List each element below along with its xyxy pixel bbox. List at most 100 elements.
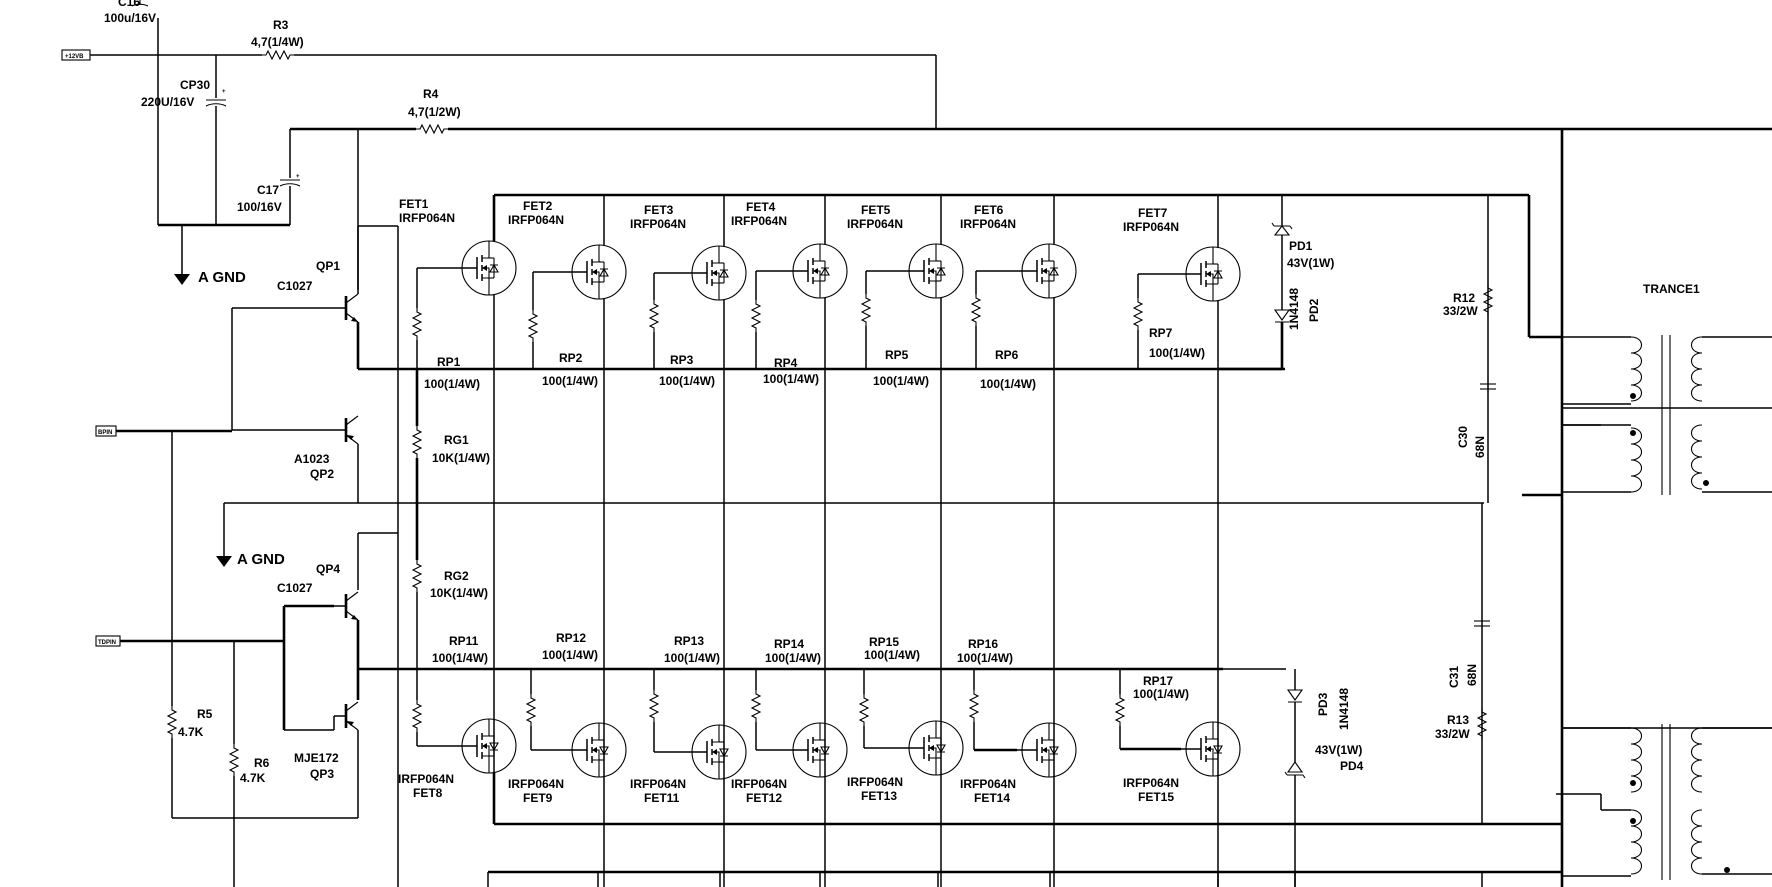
second-transformer (1562, 724, 1772, 880)
fet13-ref: FET13 (861, 789, 897, 803)
r4-resistor (415, 124, 449, 134)
trance1-secondary-coil2-icon (1690, 424, 1703, 490)
pd1-value: 43V(1W) (1287, 256, 1334, 270)
rp7: RP7 100(1/4W) (1133, 273, 1205, 369)
qp3-transistor (332, 700, 360, 732)
fet12: IRFP064N FET12 (731, 722, 848, 805)
agnd2-ground-symbol (216, 556, 232, 567)
rp6-value: 100(1/4W) (980, 377, 1036, 391)
fet7-mosfet-icon (1180, 246, 1241, 302)
fet14-value: IRFP064N (960, 777, 1016, 791)
r3-resistor (261, 50, 295, 60)
bus-wiring (358, 129, 1772, 887)
top-fet-row: FET1 IRFP064N FET2 IRFP064N FET3 IRFP064… (399, 195, 1241, 887)
c31-value: 68N (1465, 664, 1479, 686)
rp13: RP13 100(1/4W) (649, 634, 720, 753)
c31-ref: C31 (1447, 666, 1461, 688)
agnd1-ground-symbol (174, 274, 190, 285)
rp1-value: 100(1/4W) (424, 377, 480, 391)
r3-value: 4,7(1/4W) (251, 35, 304, 49)
fet14: IRFP064N FET14 (960, 722, 1077, 805)
fet8-mosfet-icon (456, 718, 517, 774)
rp6-resistor (971, 293, 981, 327)
fet2-mosfet-icon (566, 244, 627, 300)
qp2-transistor (332, 414, 360, 446)
rg1-ref: RG1 (444, 433, 469, 447)
transformer2-secondary-coil-icon (1690, 727, 1703, 793)
pd4-value: 43V(1W) (1315, 743, 1362, 757)
rp4-resistor (751, 299, 761, 333)
fet8-value: IRFP064N (398, 772, 454, 786)
fet9-mosfet-icon (566, 722, 627, 778)
rp3: RP3 100(1/4W) (649, 272, 715, 388)
fet1-value: IRFP064N (399, 211, 455, 225)
fet4: FET4 IRFP064N (731, 195, 848, 887)
r13-ref: R13 (1447, 713, 1469, 727)
rp2: RP2 100(1/4W) (528, 271, 598, 388)
fet15-ref: FET15 (1138, 790, 1174, 804)
rp5-resistor (861, 293, 871, 327)
c17-value: 100/16V (237, 200, 282, 214)
rp12-resistor (526, 693, 536, 727)
rp3-ref: RP3 (670, 353, 694, 367)
rp17-value: 100(1/4W) (1133, 687, 1189, 701)
trance1-ref: TRANCE1 (1643, 282, 1700, 296)
rp5-ref: RP5 (885, 348, 909, 362)
fet9-value: IRFP064N (508, 777, 564, 791)
pd1-zener-icon (1271, 222, 1293, 236)
fet12-ref: FET12 (746, 791, 782, 805)
rp14: RP14 100(1/4W) (751, 637, 821, 751)
rp12-ref: RP12 (556, 631, 586, 645)
qp1-transistor (332, 292, 360, 324)
trance1-coil-icon (1630, 336, 1643, 402)
rp15: RP15 100(1/4W) (859, 635, 920, 749)
qp3-ref: QP3 (310, 767, 334, 781)
c30-ref: C30 (1456, 426, 1470, 448)
rp7-resistor (1133, 297, 1143, 331)
bottom-gate-resistors: RP11 100(1/4W) RP12 100(1/4W) RP13 100(1… (412, 631, 1189, 753)
qp1-ref: QP1 (316, 259, 340, 273)
c16-ref: C16 (118, 0, 140, 9)
rp11-resistor (412, 699, 422, 733)
fet9: IRFP064N FET9 (508, 722, 627, 805)
pd3-ref: PD3 (1316, 692, 1330, 716)
qp1-value: C1027 (277, 279, 313, 293)
top-gate-resistors: RP1 100(1/4W) RP2 100(1/4W) RP3 100(1/4W… (412, 267, 1205, 391)
r6-value: 4.7K (240, 771, 266, 785)
qp2-ref: QP2 (310, 467, 334, 481)
gate-bias-resistors: RG1 10K(1/4W) RG2 10K(1/4W) (412, 369, 490, 669)
c17-ref: C17 (257, 183, 279, 197)
power-input-section: C16 100u/16V +12VB R3 4,7(1/4W) + CP30 2… (61, 0, 1772, 286)
transformer2-secondary-coil2-icon (1690, 809, 1703, 875)
fet6: FET6 IRFP064N (960, 195, 1077, 887)
rp14-ref: RP14 (774, 637, 804, 651)
fet7-ref: FET7 (1138, 206, 1168, 220)
rp7-value: 100(1/4W) (1149, 346, 1205, 360)
fet13-value: IRFP064N (847, 775, 903, 789)
protection-diodes: PD1 43V(1W) 1N4148 PD2 PD3 1N4148 43V(1W… (1218, 195, 1364, 887)
fet2-ref: FET2 (523, 199, 553, 213)
r6-ref: R6 (254, 756, 270, 770)
fet15: IRFP064N FET15 (1123, 668, 1286, 804)
fet1-mosfet-icon (456, 240, 517, 296)
r13-value: 33/2W (1435, 727, 1470, 741)
rp16-resistor (969, 689, 979, 723)
rp2-value: 100(1/4W) (542, 374, 598, 388)
snubber-network: R12 33/2W C30 68N C31 68N R13 33/2W (1435, 283, 1497, 741)
rp15-value: 100(1/4W) (864, 648, 920, 662)
c16-capacitor (131, 0, 149, 7)
svg-text:+: + (296, 174, 300, 180)
rg1-resistor (412, 425, 422, 459)
rp4-value: 100(1/4W) (763, 372, 819, 386)
r5-resistor (167, 705, 177, 739)
rg2-resistor (412, 559, 422, 593)
r12-value: 33/2W (1443, 304, 1478, 318)
fet8: IRFP064N FET8 (398, 718, 517, 824)
rp11-value: 100(1/4W) (432, 651, 488, 665)
fet6-value: IRFP064N (960, 217, 1016, 231)
fet4-mosfet-icon (787, 243, 848, 299)
lower-bus-stubs (487, 872, 1483, 887)
pd3-diode-icon (1286, 689, 1304, 703)
rp13-ref: RP13 (674, 634, 704, 648)
